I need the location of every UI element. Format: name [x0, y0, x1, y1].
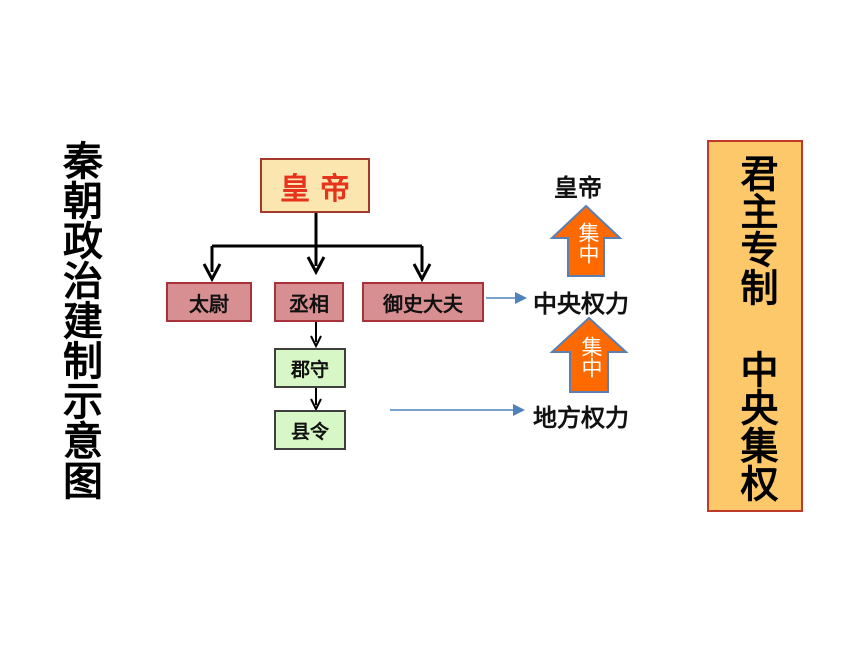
orange-up-arrow-lower: [549, 316, 629, 393]
arrowhead-taiwei: [202, 263, 222, 283]
orange-up-arrow-upper: [549, 204, 623, 277]
label-local-power: 地方权力: [533, 404, 629, 432]
summary-text: 君主专制 中央集权: [734, 154, 778, 502]
node-xianling: 县令: [274, 410, 346, 450]
node-junshou: 郡守: [274, 348, 346, 388]
arrow-label-upper: 集中: [576, 222, 600, 264]
arrowhead-yushi: [412, 263, 432, 283]
arrow-label-lower: 集中: [579, 336, 603, 378]
summary-box: [707, 140, 803, 512]
arrowhead-xianling: [310, 398, 322, 412]
arrowhead-junshou: [310, 335, 322, 349]
label-central-power: 中央权力: [533, 290, 629, 318]
arrowhead-chengxiang: [306, 256, 326, 276]
node-emperor: 皇帝: [260, 158, 370, 213]
diagram-title: 秦朝政治建制示意图: [56, 140, 102, 500]
label-emperor: 皇帝: [554, 174, 602, 202]
node-taiwei: 太尉: [166, 282, 252, 322]
node-yushi-dafu: 御史大夫: [362, 282, 484, 322]
node-chengxiang: 丞相: [274, 282, 344, 322]
